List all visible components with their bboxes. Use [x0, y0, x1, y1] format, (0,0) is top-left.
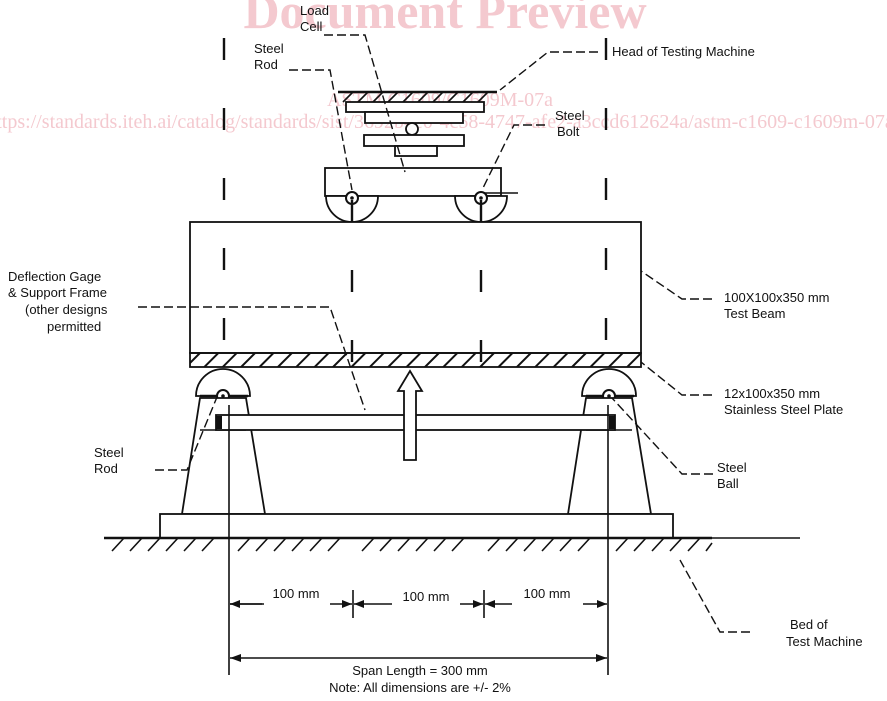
label-steel-rod-bottom-2: Rod [94, 461, 118, 476]
label-bed-2: Test Machine [786, 634, 863, 649]
label-deflection-4: permitted [47, 319, 101, 334]
label-deflection-1: Deflection Gage [8, 269, 101, 284]
steel-plate [189, 352, 642, 368]
dim-seg2: 100 mm [403, 589, 450, 604]
label-steel-rod-top-2: Rod [254, 57, 278, 72]
span-dimension-line [230, 654, 607, 662]
label-steel-ball-1: Steel [717, 460, 747, 475]
load-cell [345, 101, 485, 157]
dimension-extension-lines [228, 405, 609, 675]
label-test-beam-1: 100X100x350 mm [724, 290, 830, 305]
machine-head [338, 90, 497, 103]
label-steel-ball-2: Ball [717, 476, 739, 491]
dimension-text: 100 mm 100 mm 100 mm Span Length = 300 m… [273, 586, 571, 695]
label-plate-1: 12x100x350 mm [724, 386, 820, 401]
label-steel-rod-bottom-1: Steel [94, 445, 124, 460]
label-steel-bolt-1: Steel [555, 108, 585, 123]
base-plate [159, 513, 674, 539]
leader-steel-ball [611, 397, 713, 475]
labels: Load Cell Steel Rod Head of Testing Mach… [8, 3, 863, 649]
label-plate-2: Stainless Steel Plate [724, 402, 843, 417]
leader-steel-bolt [481, 124, 545, 191]
support-left [180, 368, 267, 515]
leader-head-machine [499, 51, 598, 91]
leader-steel-rod-bottom [155, 396, 218, 471]
leader-bed [679, 559, 750, 633]
label-deflection-3: (other designs [25, 302, 108, 317]
leader-load-cell [324, 34, 406, 173]
label-deflection-2: & Support Frame [8, 285, 107, 300]
ground-hatch [104, 536, 800, 552]
loading-head [324, 167, 518, 223]
label-bed-1: Bed of [790, 617, 828, 632]
dim-seg3: 100 mm [524, 586, 571, 601]
support-right [566, 368, 653, 515]
leader-deflection [138, 306, 366, 411]
label-test-beam-2: Test Beam [724, 306, 785, 321]
segment-dimension-lines [230, 600, 607, 608]
leader-test-beam [640, 270, 712, 300]
label-steel-rod-top-1: Steel [254, 41, 284, 56]
dim-span: Span Length = 300 mm [352, 663, 488, 678]
dim-note: Note: All dimensions are +/- 2% [329, 680, 511, 695]
label-load-cell-1: Load [300, 3, 329, 18]
label-load-cell-2: Cell [300, 19, 323, 34]
dashed-guidelines [222, 38, 608, 372]
leader-lines [138, 34, 750, 633]
leader-steel-rod-top [289, 69, 353, 191]
test-beam [189, 221, 642, 354]
label-steel-bolt-2: Bolt [557, 124, 580, 139]
dim-seg1: 100 mm [273, 586, 320, 601]
watermark-title: Document Preview [243, 0, 646, 39]
label-head-machine: Head of Testing Machine [612, 44, 755, 59]
leader-plate [640, 361, 712, 396]
deflection-arrow [396, 369, 424, 461]
